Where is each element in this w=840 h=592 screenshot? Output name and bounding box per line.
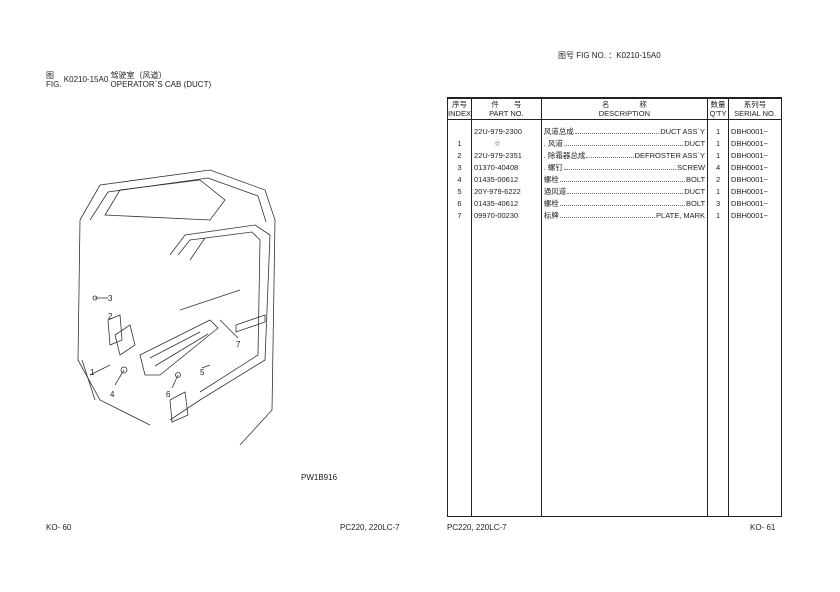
row-serial: DBH0001~ [728,162,782,174]
row-description: . 风道 DUCT [540,138,709,150]
row-index: 3 [447,162,472,174]
callout-3: 3 [108,294,113,303]
header-desc-cn: 名 称 [601,100,647,109]
desc-en: BOLT [686,175,706,184]
header-serial-cn: 系列号 [743,100,767,109]
header-index: INDEX [448,109,471,118]
figure-title: 图 FIG. K0210-15A0 驾驶室（风道） OPERATOR`S CAB… [46,71,211,89]
header-part-cn: 件 号 [491,100,522,109]
callout-7: 7 [236,340,241,349]
header-serial: SERIAL NO. [734,109,776,118]
row-index [447,126,472,138]
header-part: PART NO. [489,109,524,118]
desc-en: DEFROSTER ASS`Y [634,151,706,160]
desc-cn: 风道总成 [543,127,574,136]
row-qty: 1 [707,138,730,150]
desc-en: DUCT [684,139,706,148]
header-index-cn: 序号 [451,100,467,109]
title-en: OPERATOR`S CAB (DUCT) [110,80,212,89]
left-model: PC220, 220LC-7 [340,523,400,532]
callout-2: 2 [108,312,113,321]
row-serial: DBH0001~ [728,210,782,222]
fig-label-cn: 图 [46,71,54,80]
title-cn: 驾驶室（风道） [110,71,167,80]
row-serial: DBH0001~ [728,198,782,210]
desc-cn: 通风道 [543,187,567,196]
desc-en: BOLT [686,199,706,208]
row-description: 螺栓 BOLT [540,198,709,210]
row-part-no: 20Y-979-6222 [470,186,542,198]
desc-en: PLATE, MARK [656,211,706,220]
row-serial: DBH0001~ [728,186,782,198]
callout-1: 1 [90,368,95,377]
row-qty: 3 [707,198,730,210]
row-description: 标牌 PLATE, MARK [540,210,709,222]
desc-en: DUCT [684,187,706,196]
cab-duct-drawing [77,169,276,446]
row-description: 风道总成 DUCT ASS`Y [540,126,709,138]
right-model: PC220, 220LC-7 [447,523,507,532]
row-part-no: 01435-40612 [470,198,542,210]
drawing-code: PW1B916 [301,473,338,482]
desc-cn: . 除霜器总成 [543,151,586,160]
header-desc: DESCRIPTION [598,109,651,118]
row-index: 1 [447,138,472,150]
row-serial: DBH0001~ [728,174,782,186]
fig-number-header: 图号 FIG NO. ：K0210-15A0 [558,51,661,60]
row-qty: 1 [707,210,730,222]
desc-en: DUCT ASS`Y [660,127,706,136]
row-qty: 4 [707,162,730,174]
row-qty: 1 [707,150,730,162]
row-serial: DBH0001~ [728,138,782,150]
callout-6: 6 [166,390,171,399]
row-part-no: 09970-00230 [470,210,542,222]
fig-label-en: FIG. [46,80,62,89]
desc-cn: 螺栓 [543,175,559,184]
header-qty: Q'TY [709,109,727,118]
row-serial: DBH0001~ [728,150,782,162]
row-description: . 螺钉 SCREW [540,162,709,174]
row-description: . 除霜器总成 DEFROSTER ASS`Y [540,150,709,162]
row-qty: 1 [707,126,730,138]
callout-5: 5 [200,368,205,377]
row-index: 5 [447,186,472,198]
row-index: 7 [447,210,472,222]
row-part-no: ☆ [470,138,542,150]
left-page-number: KO- 60 [46,523,72,532]
row-index: 6 [447,198,472,210]
right-page-number: KO- 61 [750,523,776,532]
row-description: 通风道 DUCT [540,186,709,198]
row-part-no: 22U-979-2351 [470,150,542,162]
callout-4: 4 [110,390,115,399]
header-qty-cn: 数量 [710,100,726,109]
row-part-no: 01435-00612 [470,174,542,186]
row-index: 2 [447,150,472,162]
row-qty: 1 [707,186,730,198]
desc-cn: . 螺钉 [543,163,563,172]
row-qty: 2 [707,174,730,186]
desc-cn: . 风道 [543,139,563,148]
fig-number: K0210-15A0 [63,75,109,84]
row-part-no: 01370-40408 [470,162,542,174]
row-part-no: 22U-979-2300 [470,126,542,138]
desc-cn: 螺栓 [543,199,559,208]
row-index: 4 [447,174,472,186]
desc-cn: 标牌 [543,211,559,220]
row-serial: DBH0001~ [728,126,782,138]
row-description: 螺栓 BOLT [540,174,709,186]
desc-en: SCREW [677,163,706,172]
